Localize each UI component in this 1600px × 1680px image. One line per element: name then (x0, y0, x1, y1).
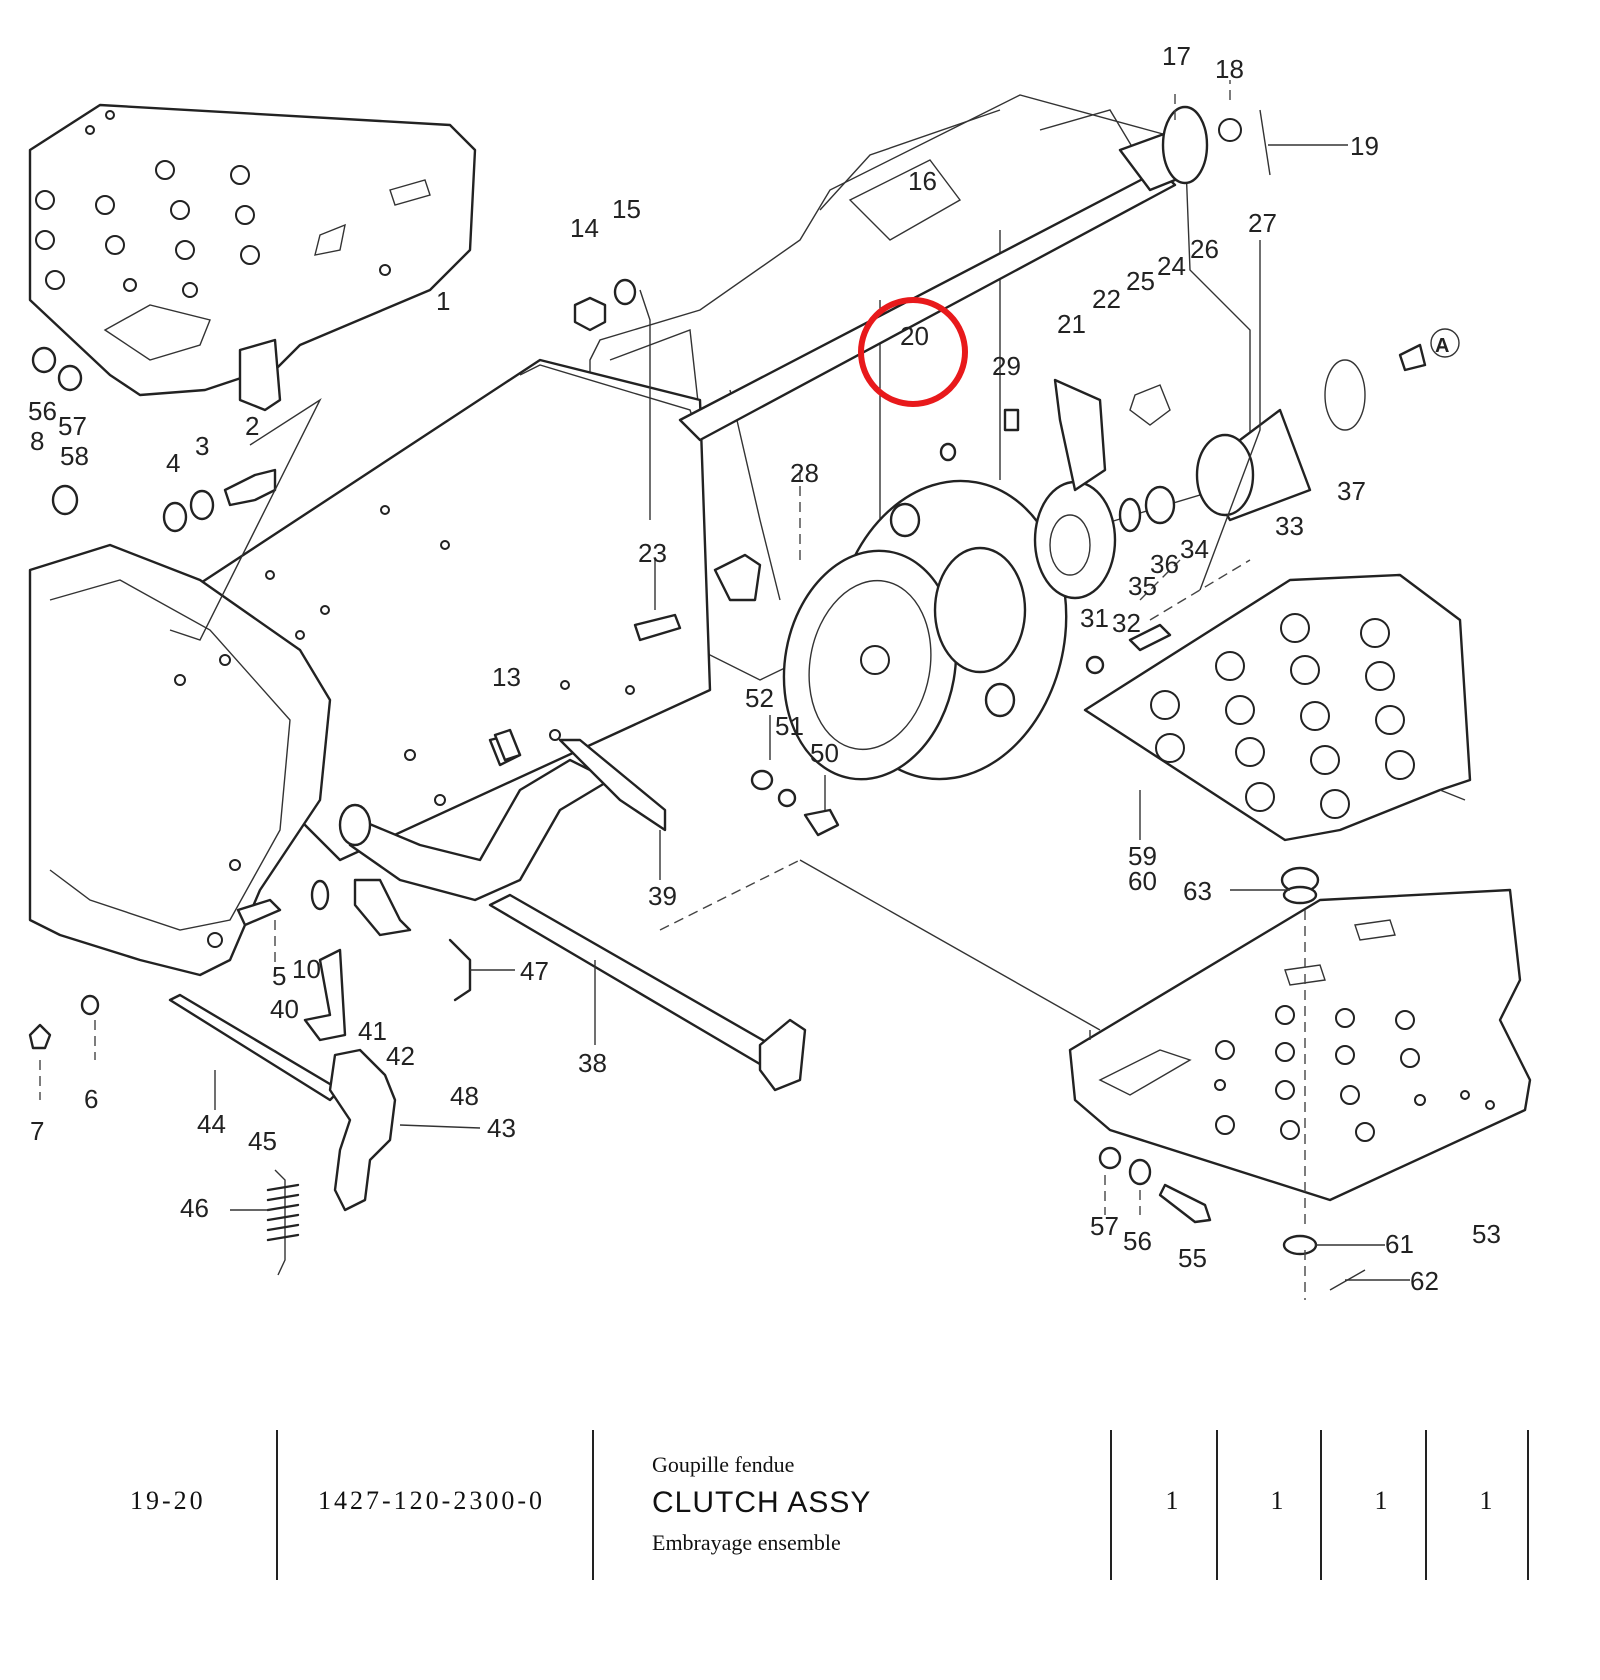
callout-6: 6 (84, 1084, 98, 1114)
callout-29: 29 (992, 351, 1021, 381)
quantity-4: 1 (1479, 1486, 1493, 1515)
hardware-bolts-washers (28, 278, 1460, 1291)
callout-44: 44 (197, 1109, 226, 1139)
callout-36: 36 (1150, 549, 1179, 579)
callout-63: 63 (1183, 876, 1212, 906)
callout-23: 23 (638, 538, 667, 568)
callout-62: 62 (1410, 1266, 1439, 1296)
quantity-1: 1 (1165, 1486, 1179, 1515)
callout-18: 18 (1215, 54, 1244, 84)
highlight-circle (858, 297, 968, 407)
leader-lines (39, 80, 1466, 1300)
callout-27: 27 (1248, 208, 1277, 238)
callout-20: 20 (900, 321, 929, 351)
callout-26: 26 (1190, 234, 1219, 264)
callout-5: 5 (272, 961, 286, 991)
callout-37: 37 (1337, 476, 1366, 506)
callout-33: 33 (1275, 511, 1304, 541)
callout-28: 28 (790, 458, 819, 488)
callout-52: 52 (745, 683, 774, 713)
parts-list-row: 19-20 1427-120-2300-0 Goupille fendue CL… (0, 1430, 1600, 1580)
callout-19: 19 (1350, 131, 1379, 161)
callout-8: 8 (30, 426, 44, 456)
callout-43: 43 (487, 1113, 516, 1143)
callout-17: 17 (1162, 41, 1191, 71)
exploded-parts-diagram: 17 18 19 16 27 26 24 25 22 21 20 29 14 1… (28, 41, 1532, 1300)
column-divider (592, 1430, 594, 1580)
callout-46: 46 (180, 1193, 209, 1223)
callout-16: 16 (908, 166, 937, 196)
clutch-disc (782, 479, 1068, 781)
callout-57b: 57 (1090, 1211, 1119, 1241)
callout-24: 24 (1157, 251, 1186, 281)
callout-60: 60 (1128, 866, 1157, 896)
callout-31: 31 (1080, 603, 1109, 633)
callout-22: 22 (1092, 284, 1121, 314)
callout-58: 58 (60, 441, 89, 471)
callout-39: 39 (648, 881, 677, 911)
callout-25: 25 (1126, 266, 1155, 296)
column-divider (276, 1430, 278, 1580)
release-bearing (1033, 359, 1366, 600)
callout-32: 32 (1112, 608, 1141, 638)
part-number: 1427-120-2300-0 (318, 1486, 545, 1515)
callout-42: 42 (386, 1041, 415, 1071)
column-divider (1527, 1430, 1529, 1580)
callout-41: 41 (358, 1016, 387, 1046)
ref-number: 19-20 (130, 1486, 206, 1515)
callout-56b: 56 (1123, 1226, 1152, 1256)
callout-38: 38 (578, 1048, 607, 1078)
callout-53: 53 (1472, 1219, 1501, 1249)
callout-34: 34 (1180, 534, 1209, 564)
callout-15: 15 (612, 194, 641, 224)
callout-61: 61 (1385, 1229, 1414, 1259)
callout-45: 45 (248, 1126, 277, 1156)
quantity-2: 1 (1270, 1486, 1284, 1515)
callout-56: 56 (28, 396, 57, 426)
callout-4: 4 (166, 448, 180, 478)
callout-59: 59 (1128, 841, 1157, 871)
callout-21: 21 (1057, 309, 1086, 339)
callout-51: 51 (775, 711, 804, 741)
column-divider (1216, 1430, 1218, 1580)
callout-57: 57 (58, 411, 87, 441)
quantity-3: 1 (1374, 1486, 1388, 1515)
callout-A: A (1435, 335, 1449, 357)
callout-10: 10 (292, 954, 321, 984)
callout-3: 3 (195, 431, 209, 461)
column-divider (1320, 1430, 1322, 1580)
floor-plate-lower-right (1068, 888, 1532, 1202)
callout-48: 48 (450, 1081, 479, 1111)
description-en: CLUTCH ASSY (652, 1486, 872, 1519)
callout-35: 35 (1128, 571, 1157, 601)
callout-40: 40 (270, 994, 299, 1024)
clutch-housing (28, 358, 712, 977)
callout-labels: 17 18 19 16 27 26 24 25 22 21 20 29 14 1… (28, 41, 1501, 1296)
callout-7: 7 (30, 1116, 44, 1146)
callout-13: 13 (492, 662, 521, 692)
floor-plate-upper-left (28, 103, 477, 412)
clutch-pedal-levers (168, 738, 807, 1276)
description-fr-previous: Goupille fendue (652, 1452, 795, 1477)
column-divider (1110, 1430, 1112, 1580)
callout-1: 1 (436, 286, 450, 316)
callout-47: 47 (520, 956, 549, 986)
callout-50: 50 (810, 738, 839, 768)
callout-55: 55 (1178, 1243, 1207, 1273)
callout-14: 14 (570, 213, 599, 243)
description-fr: Embrayage ensemble (652, 1530, 841, 1555)
column-divider (1425, 1430, 1427, 1580)
callout-2: 2 (245, 411, 259, 441)
floor-plate-right (1083, 573, 1472, 842)
